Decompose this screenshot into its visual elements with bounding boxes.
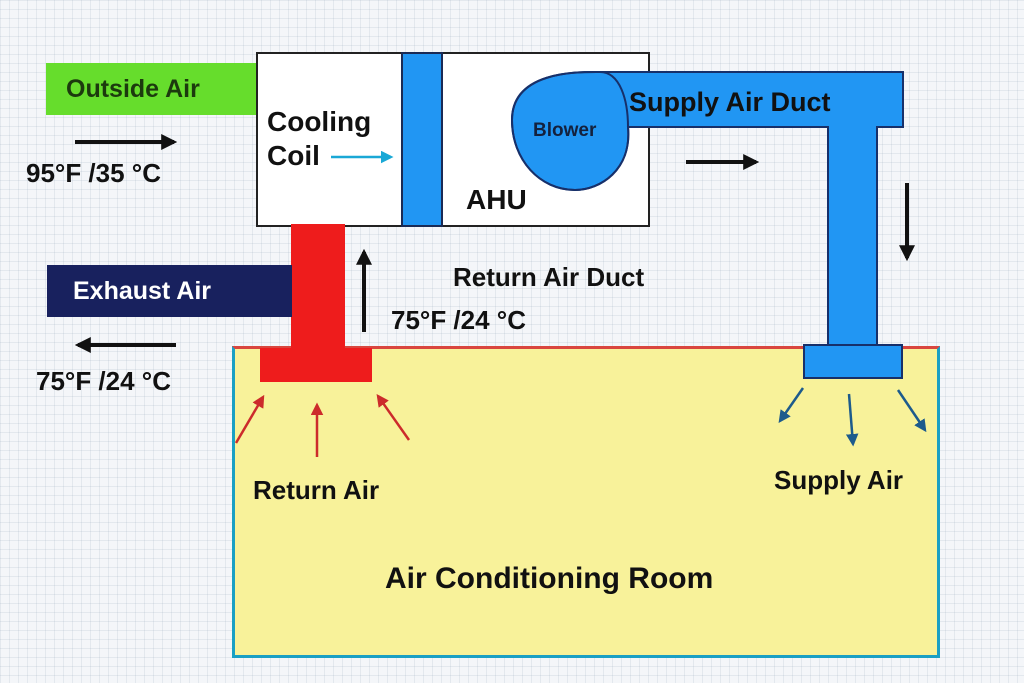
supply-air-duct-label: Supply Air Duct [629,87,831,117]
outside-air-label: Outside Air [46,63,256,115]
exhaust-air-text: Exhaust Air [73,276,212,305]
return-air-temperature: 75°F /24 °C [391,305,526,335]
exhaust-air-label: Exhaust Air [47,265,292,317]
air-conditioning-room [232,346,940,658]
supply-air-label: Supply Air [774,465,904,495]
cooling-coil [401,52,443,227]
supply-outlet-arrow [896,389,927,433]
cooling-coil-label-line1: Cooling [267,106,372,137]
ahu-label: AHU [466,184,527,215]
return-intake-arrow [376,393,411,441]
return-air-label: Return Air [253,475,380,505]
supply-outlet-arrow [845,393,859,447]
blower-housing [510,70,630,192]
exhaust-air-temperature: 75°F /24 °C [36,366,171,396]
return-air-duct-label: Return Air Duct [453,262,645,292]
return-air-duct [260,224,372,382]
supply-outlet-arrow [778,387,805,424]
outside-air-temperature: 95°F /35 °C [26,158,161,188]
cooling-coil-label-line2: Coil [267,140,320,171]
outside-air-text: Outside Air [66,74,200,103]
return-grille [260,348,372,382]
supply-air-duct [510,70,904,379]
blower-label: Blower [533,120,597,141]
return-intake-arrow [234,394,265,444]
room-label: Air Conditioning Room [385,562,714,595]
supply-diffuser [803,344,903,379]
